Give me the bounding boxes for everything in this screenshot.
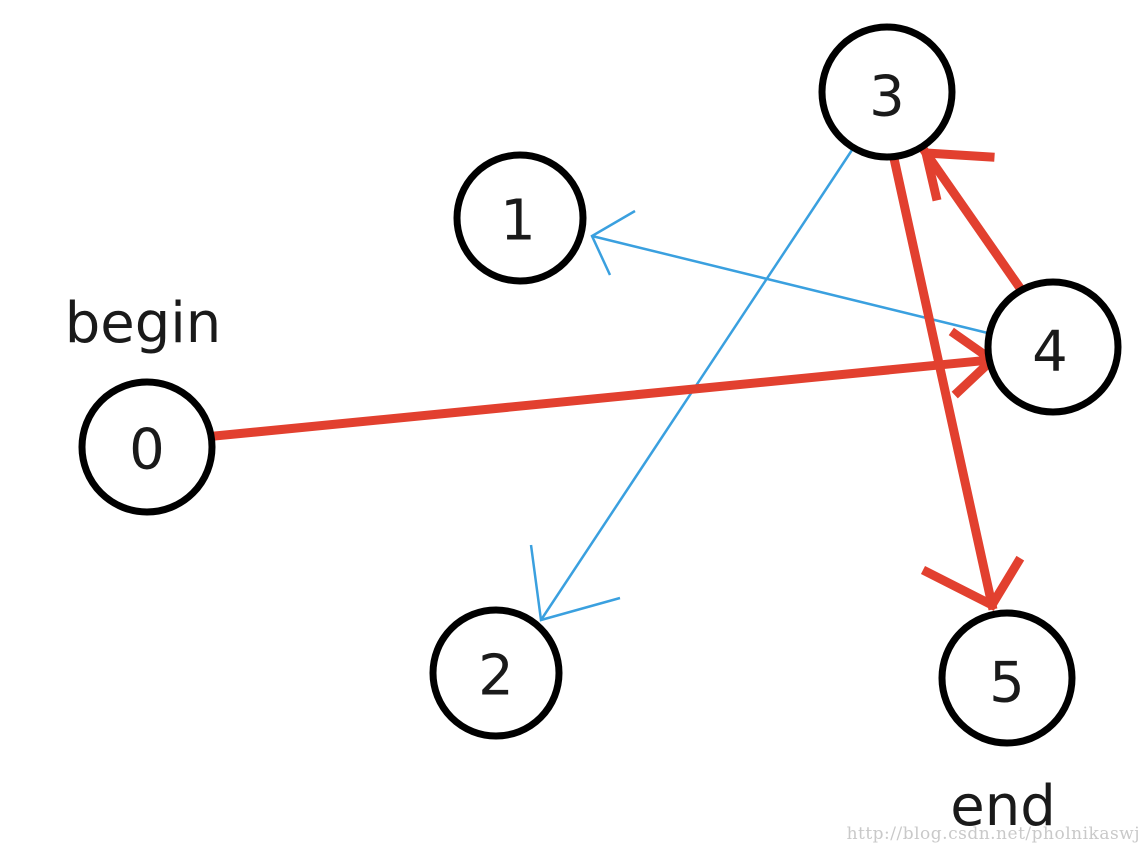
node-4: 4 — [984, 278, 1122, 416]
node-5: 5 — [938, 609, 1076, 747]
edge-4-to-1 — [590, 209, 1001, 338]
node-4-label: 4 — [1032, 320, 1068, 385]
edge-3-to-5 — [889, 157, 1025, 611]
node-0: 0 — [78, 378, 216, 516]
begin-label: begin — [65, 291, 222, 356]
node-1: 1 — [453, 151, 587, 285]
watermark-text: http://blog.csdn.net/pholnikaswj — [846, 824, 1140, 844]
edge-0-to-4 — [210, 327, 1000, 441]
edge-4-to-3 — [919, 146, 1027, 295]
node-5-label: 5 — [989, 651, 1025, 716]
node-2-label: 2 — [478, 644, 514, 709]
node-1-label: 1 — [500, 189, 536, 254]
node-0-label: 0 — [129, 418, 165, 483]
end-label: end — [950, 774, 1056, 839]
node-3: 3 — [818, 23, 956, 161]
node-2: 2 — [429, 606, 563, 740]
node-3-label: 3 — [869, 65, 905, 130]
